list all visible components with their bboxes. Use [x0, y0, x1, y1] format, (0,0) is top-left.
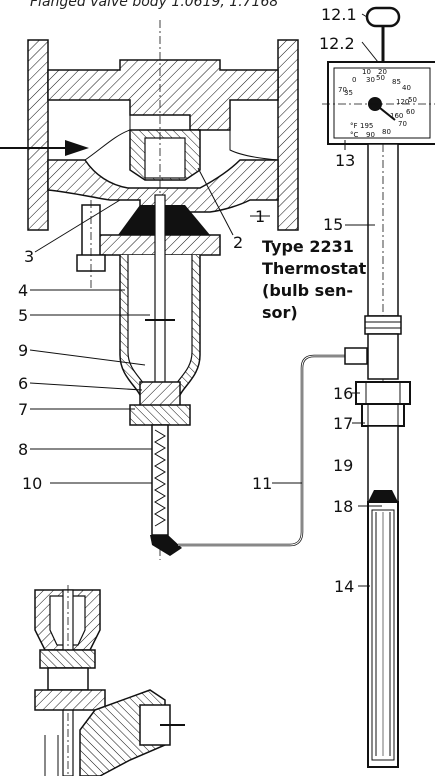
dial-f160: 160: [390, 112, 403, 120]
callout-7: 7: [18, 400, 28, 419]
callout-6: 6: [18, 374, 28, 393]
caption-line-3: (bulb sen-: [262, 281, 353, 300]
bonnet: [76, 194, 221, 556]
dial-70: 70: [398, 120, 407, 128]
thermostat: [322, 6, 435, 768]
callout-15: 15: [323, 215, 343, 234]
callout-10: 10: [22, 474, 42, 493]
valve-body: [0, 20, 299, 560]
dial-f50: 50: [376, 74, 385, 82]
callout-11: 11: [252, 474, 272, 493]
dial-20: 20: [378, 68, 387, 76]
dial-50: 50: [408, 96, 417, 104]
callout-13: 13: [335, 151, 355, 170]
callout-8: 8: [18, 440, 28, 459]
dial-60: 60: [406, 108, 415, 116]
callout-2: 2: [233, 233, 243, 252]
dial-30: 30: [366, 76, 375, 84]
caption-line-2: Thermostat: [262, 259, 367, 278]
dial-unit-c: °C: [350, 131, 359, 139]
callout-3: 3: [24, 247, 34, 266]
callout-12-2: 12.2: [319, 34, 355, 53]
dial-0: 0: [352, 76, 356, 84]
callout-12-1: 12.1: [321, 5, 357, 24]
dial-10: 10: [362, 68, 371, 76]
callout-9: 9: [18, 341, 28, 360]
dial-scale: 10 20 30 0 40 50 60 70 80 90 °F °C 195 1…: [338, 68, 417, 139]
callout-4: 4: [18, 281, 28, 300]
callout-14: 14: [334, 577, 354, 596]
callout-16: 16: [333, 384, 353, 403]
dial-f35: 35: [344, 89, 353, 97]
dial-90: 90: [366, 131, 375, 139]
dial-80: 80: [382, 128, 391, 136]
detail-view: [34, 585, 185, 776]
dial-unit-f: °F: [350, 122, 358, 130]
header-text: Flanged valve body 1.0619, 1.7168: [30, 0, 278, 10]
callout-17: 17: [333, 414, 353, 433]
caption-line-4: sor): [262, 303, 298, 322]
callout-1: 1: [255, 207, 265, 226]
callout-5: 5: [18, 306, 28, 325]
callout-18: 18: [333, 497, 353, 516]
caption-line-1: Type 2231: [262, 237, 354, 256]
dial-40: 40: [402, 84, 411, 92]
capillary-tube: [178, 354, 345, 547]
callout-19: 19: [333, 456, 353, 475]
leader-lines: [29, 13, 382, 587]
dial-f85: 85: [392, 78, 401, 86]
dial-f195: 195: [360, 122, 373, 130]
dial-f120: 120: [396, 98, 409, 106]
dial-f70: 70: [338, 86, 347, 94]
